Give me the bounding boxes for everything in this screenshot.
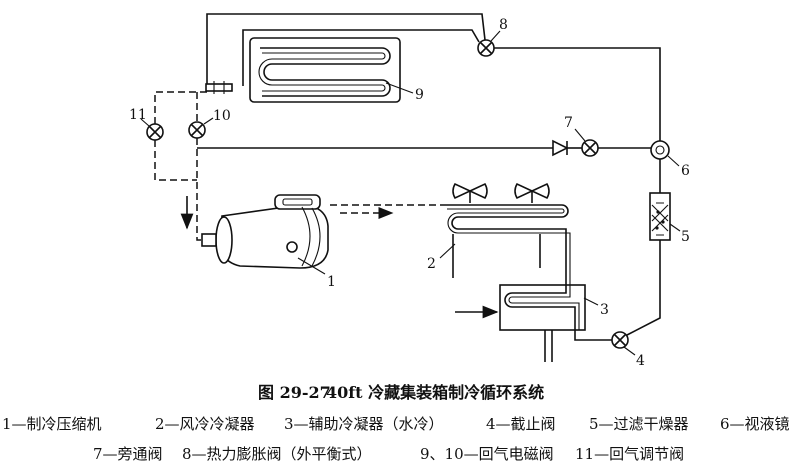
legend-item: 6—视液镜 [720, 415, 790, 433]
check-valve-icon [552, 139, 569, 157]
legend-item: 7—旁通阀 [93, 445, 163, 463]
legend-item: 3—辅助冷凝器（水冷） [284, 415, 444, 433]
label-bypass-valve: 7 [564, 115, 573, 131]
figure-title: 40ft 冷藏集装箱制冷循环系统 [326, 383, 544, 402]
label-air-cooled-condenser: 2 [427, 256, 436, 272]
aux-condenser-outlet [574, 330, 612, 341]
suction-line-bypass [154, 140, 197, 181]
label-solenoid-valve: 10 [213, 108, 231, 124]
air-cooled-condenser [447, 204, 571, 285]
equalizer-line [206, 13, 486, 86]
suction-line-top [154, 91, 207, 124]
legend-item: 2—风冷冷凝器 [155, 415, 255, 433]
label-aux-condenser: 3 [600, 302, 609, 318]
legend: 1—制冷压缩机 2—风冷冷凝器 3—辅助冷凝器（水冷） 4—截止阀 5—过滤干燥… [2, 415, 790, 463]
legend-item: 9、10—回气电磁阀 [420, 445, 554, 463]
label-compressor: 1 [327, 274, 336, 290]
legend-item: 8—热力膨胀阀（外平衡式） [182, 445, 372, 463]
legend-item: 1—制冷压缩机 [2, 415, 102, 433]
label-regulating-valve: 11 [129, 107, 147, 123]
suction-line-lower [196, 138, 202, 241]
stop-valve [611, 331, 629, 349]
label-stop-valve: 4 [636, 353, 645, 369]
label-sight-glass: 6 [681, 163, 690, 179]
label-evaporator: 9 [415, 87, 424, 103]
regulating-valve [146, 123, 164, 141]
sight-glass [650, 140, 670, 160]
receiver-line [626, 240, 661, 336]
filter-drier [649, 192, 671, 241]
evaporator-feed-line [242, 29, 480, 86]
sensing-bulb [205, 81, 233, 94]
condenser-fan-right-icon [514, 182, 550, 203]
label-expansion-valve: 8 [499, 17, 508, 33]
compressor [201, 194, 329, 269]
figure-number: 图 29-27 [258, 383, 331, 402]
bypass-valve [581, 139, 599, 157]
liquid-line [494, 47, 661, 141]
water-outlet-pipe [544, 330, 553, 362]
aux-condenser [499, 284, 586, 331]
leader-lines [140, 30, 681, 356]
legend-item: 5—过滤干燥器 [589, 415, 689, 433]
legend-item: 4—截止阀 [486, 415, 556, 433]
evaporator [249, 37, 401, 103]
condenser-fan-left-icon [452, 182, 488, 203]
label-filter-drier: 5 [681, 229, 690, 245]
legend-item: 11—回气调节阀 [575, 445, 684, 463]
expansion-valve [477, 39, 495, 57]
solenoid-valve [188, 121, 206, 139]
